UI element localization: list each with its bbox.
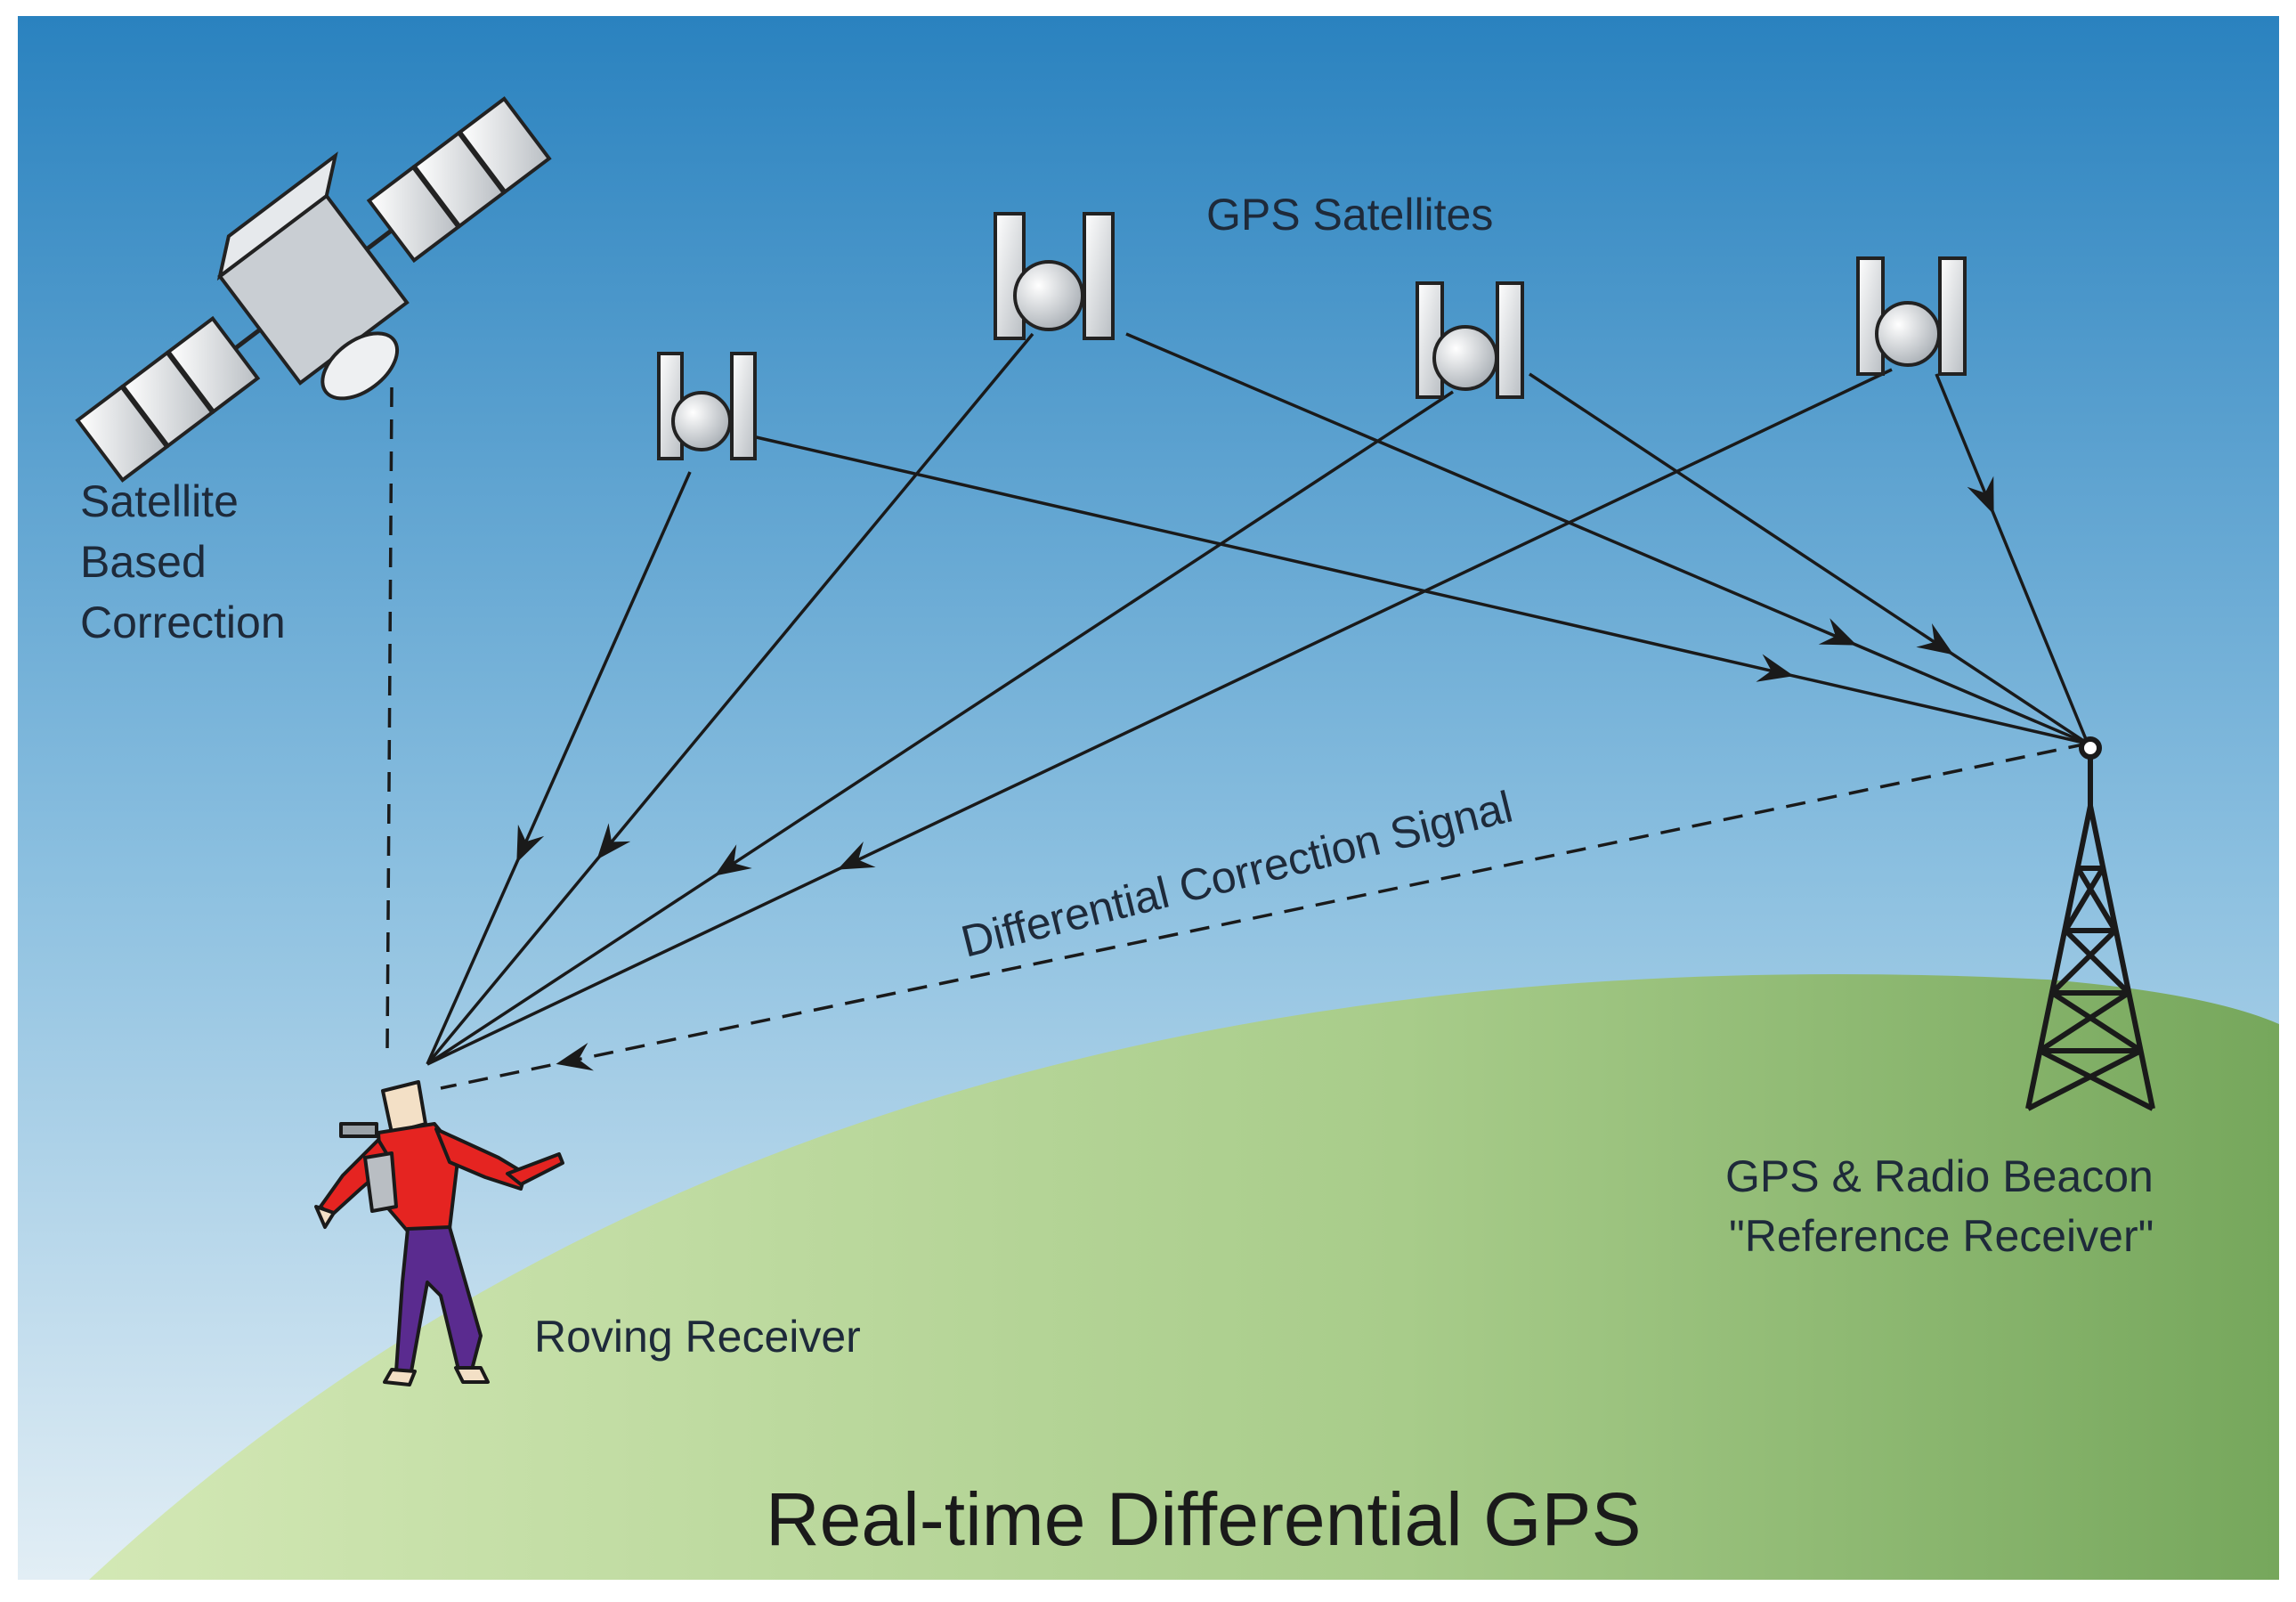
satellite-to-beacon-signal-line [1529,372,2089,745]
satellite-to-beacon-arrow [1967,476,1994,515]
satellite-to-rover-signal-line [426,332,1034,1066]
satellite-to-rover-arrow [837,842,876,870]
communication-satellite-icon [75,96,552,483]
satellite-to-rover-signal-line [426,471,692,1065]
beacon-label-line-2: "Reference Receiver" [1729,1211,2154,1261]
satellite-to-rover-arrow [596,823,631,860]
roving-receiver-label: Roving Receiver [534,1312,861,1362]
gps-satellite-icon [994,212,1115,340]
satellite-to-rover-arrow [516,824,545,863]
differential-correction-arrow [556,1043,594,1071]
satellite-based-correction-line-2: Based [80,537,207,587]
gps-satellite-icon [1856,256,1967,376]
satellite-to-rover-signal-line [426,390,1454,1066]
satellite-to-beacon-arrow [1818,618,1857,646]
satellite-to-rover-signal-line [426,368,1893,1066]
satellite-to-beacon-signal-line [751,435,2089,745]
satellite-to-beacon-signal-line [1935,373,2089,744]
differential-correction-link [440,742,2089,1090]
satellite-to-beacon-arrow [1916,622,1954,655]
gps-satellite-icon [657,352,757,460]
signal-lines [385,332,2089,1090]
gps-satellites-label: GPS Satellites [1206,190,1493,240]
satellite-to-beacon-arrow [1756,654,1794,682]
diagram-title: Real-time Differential GPS [766,1477,1641,1561]
satellite-based-correction-line-3: Correction [80,598,286,647]
person-icon [314,1080,564,1387]
beacon-label-line-1: GPS & Radio Beacon [1725,1151,2154,1201]
satellite-to-beacon-signal-line [1125,332,2089,745]
gps-satellite-icon [1416,281,1524,399]
radio-tower-icon [2025,736,2155,1111]
satellite-to-rover-arrow [714,844,752,876]
satellite-based-correction-line-1: Satellite [80,476,239,526]
satellite-based-correction-link [385,386,393,1052]
ground-hill [89,973,2279,1580]
